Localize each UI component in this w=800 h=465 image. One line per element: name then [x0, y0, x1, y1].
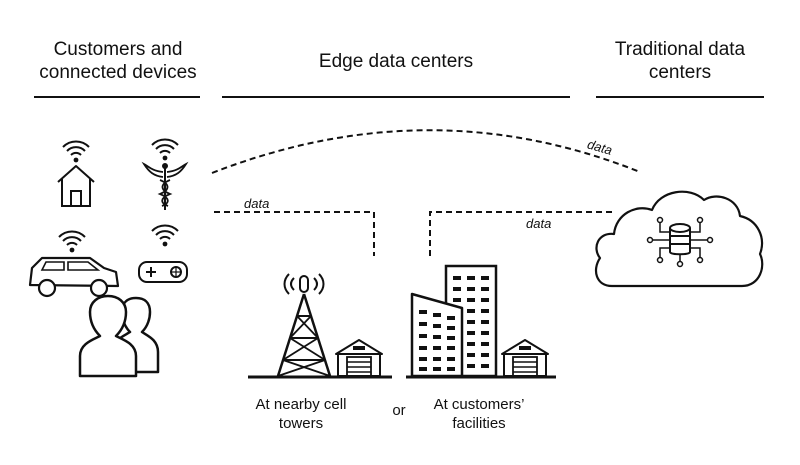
flow-to-traditional	[211, 129, 641, 174]
gamepad-wifi-icon	[138, 224, 188, 283]
customers-heading: Customers and connected devices	[20, 38, 216, 84]
customers-rule	[34, 96, 200, 98]
flow-to-traditional-label: data	[586, 136, 614, 157]
edge-heading: Edge data centers	[318, 51, 474, 72]
flow-from-facilities-label: data	[526, 216, 551, 231]
customers-heading-line2: connected devices	[39, 62, 197, 83]
people-icon	[78, 294, 160, 378]
or-separator: or	[392, 402, 406, 419]
cell-towers-caption-line1: At nearby cell	[255, 396, 347, 413]
facilities-caption-line2: facilities	[452, 415, 506, 432]
cell-towers-caption: At nearby cell towers	[236, 395, 366, 433]
facilities-caption-line1: At customers’	[433, 396, 525, 413]
traditional-heading: Traditional data centers	[596, 38, 764, 84]
flow-to-cell-tower	[214, 211, 375, 256]
home-wifi-icon	[57, 140, 95, 207]
edge-rule	[222, 96, 570, 98]
facilities-caption: At customers’ facilities	[414, 395, 544, 433]
flow-to-cell-tower-label: data	[244, 196, 269, 211]
warehouse-icon	[335, 339, 383, 377]
office-buildings-icon	[410, 264, 498, 378]
customers-heading-line1: Customers and	[53, 39, 183, 60]
flow-from-facilities	[429, 211, 612, 256]
traditional-rule	[596, 96, 764, 98]
traditional-heading-line2: centers	[648, 62, 712, 83]
medical-wifi-icon	[141, 138, 189, 210]
car-wifi-icon	[28, 230, 120, 298]
facility-warehouse-icon	[501, 339, 549, 377]
traditional-heading-line1: Traditional data	[614, 39, 746, 60]
cell-tower-icon	[276, 273, 332, 377]
cloud-server-icon	[594, 190, 764, 288]
cell-towers-caption-line2: towers	[278, 415, 324, 432]
